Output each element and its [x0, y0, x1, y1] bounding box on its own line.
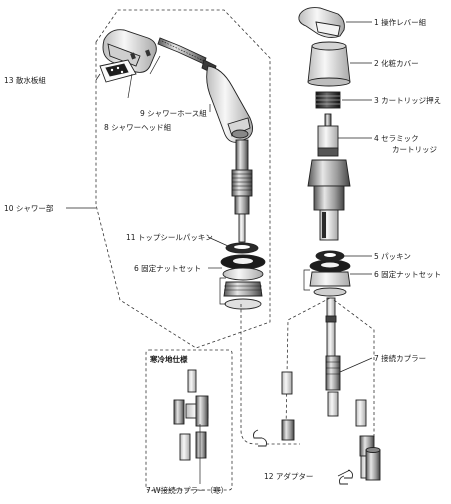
cold-coupler-parts — [173, 369, 209, 461]
shower-body — [206, 65, 253, 143]
label-cold-region-title: 寒冷地仕様 — [149, 354, 188, 364]
supply-pipe — [325, 297, 337, 359]
label-ceramic-cartridge-2: カートリッジ — [392, 145, 437, 154]
cold-region-box — [145, 349, 233, 491]
right-fixing-nut-set — [309, 259, 351, 297]
label-cartridge-holder: 3 カートリッジ押え — [374, 95, 441, 105]
connection-coupler — [325, 355, 341, 417]
valve-body — [307, 159, 351, 241]
hose-route-right — [285, 297, 331, 431]
label-top-seal-packing: 11 トップシールパッキン — [126, 233, 213, 242]
label-cold-coupler: 7-W接続カプラー（寒） — [146, 485, 228, 495]
label-fixing-nut-set-left: 6 固定ナットセット — [134, 263, 201, 273]
label-shower-head: 8 シャワーヘッド組 — [104, 122, 172, 132]
ceramic-cartridge — [317, 113, 339, 157]
shower-head-assembly — [102, 29, 157, 73]
decorative-cover — [307, 41, 351, 87]
label-adapter: 12 アダプター — [264, 471, 313, 481]
label-connection-coupler: 7 接続カプラー — [374, 353, 426, 363]
label-ceramic-cartridge: 4 セラミック — [374, 134, 419, 143]
shower-spout-column — [231, 139, 253, 243]
spray-plate — [99, 59, 137, 83]
operation-lever — [298, 7, 345, 39]
label-operation-lever: 1 操作レバー組 — [374, 17, 427, 27]
top-seal-packing — [225, 242, 259, 254]
adapter — [365, 447, 381, 481]
cartridge-holder — [315, 91, 341, 109]
label-shower-section: 10 シャワー部 — [4, 203, 54, 213]
hose-route-center — [333, 299, 375, 440]
label-spray-plate: 13 散水板組 — [4, 75, 46, 85]
leader-lines — [66, 21, 373, 484]
head-screws — [130, 49, 151, 60]
label-shower-hose: 9 シャワーホース組 — [140, 108, 207, 118]
label-packing: 5 パッキン — [374, 252, 411, 261]
label-fixing-nut-set-right: 6 固定ナットセット — [374, 269, 441, 279]
left-fixing-nut-set — [220, 254, 266, 310]
lower-fittings-left — [253, 371, 295, 447]
packing-ring — [315, 250, 345, 262]
shower-section-boundary — [95, 9, 271, 349]
label-decorative-cover: 2 化粧カバー — [374, 58, 419, 68]
hose-route-left — [240, 304, 300, 445]
